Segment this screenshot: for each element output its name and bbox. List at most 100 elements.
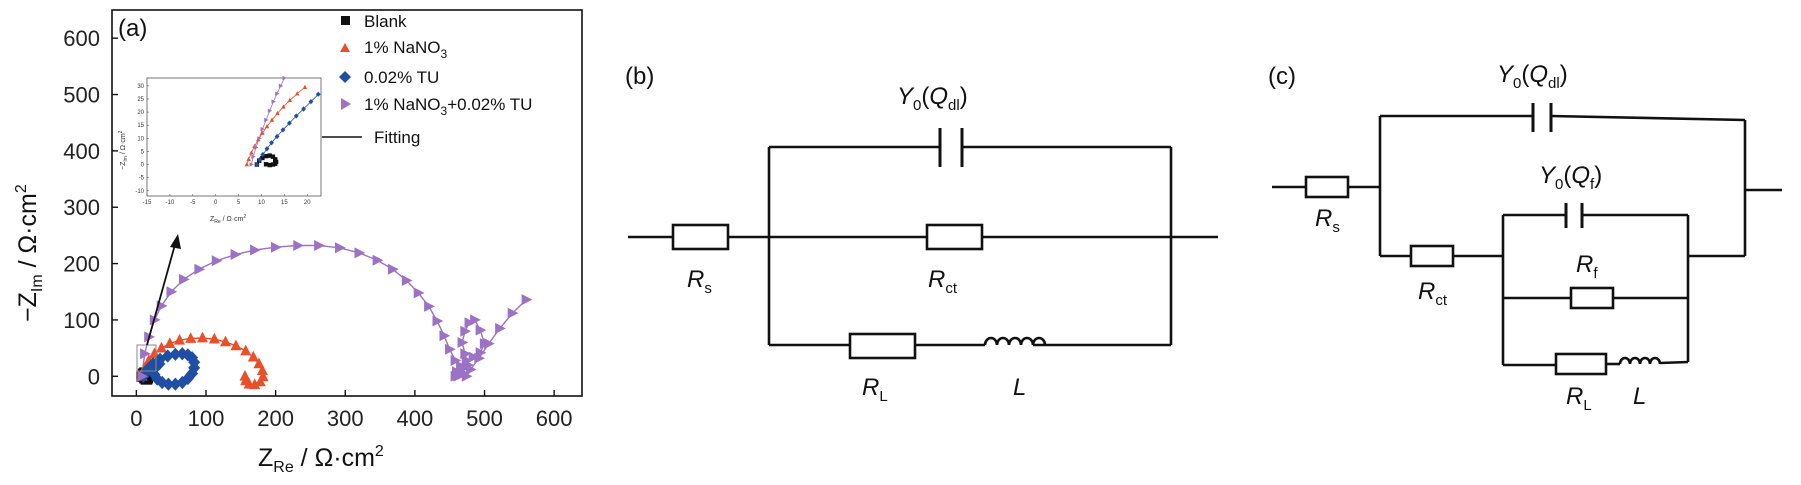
inset-data-point-series-3 (260, 126, 265, 132)
data-point-series-1 (219, 335, 231, 347)
data-point-series-1 (254, 375, 266, 387)
data-point-series-3 (464, 317, 476, 329)
data-point-series-1 (208, 332, 220, 344)
legend: Blank 1% NaNO3 0.02% TU 1% NaNO3+0.02% T… (322, 12, 532, 147)
data-point-series-1 (164, 337, 176, 348)
data-point-series-3 (445, 343, 456, 355)
legend-marker-nano3-tu (341, 98, 351, 110)
inset-data-point-series-1 (244, 162, 250, 167)
zoom-region-box (136, 344, 157, 372)
x-axis-label-units: / Ω·cm (294, 444, 375, 472)
label-rl: RL (862, 374, 888, 405)
wire (1659, 360, 1689, 365)
inset-data-point-series-1 (281, 104, 286, 109)
inset-x-axis-label: ZRe / Ω·cm2 (210, 214, 246, 225)
resistor-rs (671, 223, 730, 251)
legend-marker-blank (341, 16, 350, 25)
inset-data-point-series-3 (282, 75, 287, 81)
inset-data-point-series-3 (278, 83, 284, 89)
data-point-series-3 (140, 348, 151, 360)
legend-marker-nano3 (340, 43, 350, 52)
legend-label-nano3: 1% NaNO3 (364, 38, 448, 61)
legend-label-blank: Blank (364, 12, 407, 31)
legend-label-nano3-tu: 1% NaNO3+0.02% TU (364, 95, 532, 118)
y-tick-label: 100 (63, 308, 100, 333)
resistor-rs (1304, 175, 1350, 199)
data-point-series-3 (137, 370, 148, 382)
zoom-arrow (146, 240, 177, 346)
data-point-series-2 (186, 366, 199, 381)
inset-data-point-series-3 (275, 91, 280, 96)
inset-y-tick-label: 10 (137, 136, 144, 142)
inset-data-point-series-2 (269, 140, 274, 146)
inset-data-point-series-1 (302, 84, 308, 89)
inset-data-point-series-2 (280, 127, 286, 133)
inset-data-point-series-2 (264, 146, 270, 152)
data-point-series-3 (456, 360, 467, 372)
y-axis-label: −ZIm / Ω·cm2 (13, 184, 46, 322)
data-point-series-3 (470, 314, 481, 326)
inset-data-point-series-0 (263, 153, 269, 159)
wire (1550, 114, 1746, 122)
x-tick-label: 600 (536, 406, 573, 431)
fit-line-series-3 (141, 244, 527, 379)
resistor-rl (848, 332, 917, 360)
x-axis-label: ZRe / Ω·cm2 (258, 443, 384, 476)
data-point-series-2 (149, 359, 162, 373)
inset-data-point-series-0 (267, 162, 272, 168)
inset-data-point-series-2 (301, 106, 307, 112)
inset-data-point-series-3 (257, 136, 262, 141)
inset-x-tick-label: 10 (258, 200, 265, 206)
y-tick-label: 300 (63, 195, 100, 220)
inset-data-point-series-2 (286, 120, 292, 126)
data-point-series-3 (211, 255, 223, 267)
data-point-series-2 (156, 375, 169, 390)
inset-data-point-series-1 (260, 130, 265, 135)
label-qdl: Y0(Qdl) (1497, 61, 1568, 92)
inset-x-tick-label: -15 (143, 200, 152, 206)
resistor-rf (1569, 286, 1615, 310)
data-point-series-3 (453, 370, 465, 382)
data-point-series-3 (495, 322, 506, 334)
inset-y-tick-label: 0 (141, 163, 145, 169)
inset-data-point-series-1 (264, 123, 270, 129)
inset-data-point-series-2 (274, 133, 280, 140)
data-point-series-1 (240, 344, 252, 356)
data-point-series-3 (230, 249, 242, 261)
inset-data-point-series-0 (267, 153, 272, 158)
inset-data-point-series-0 (270, 154, 276, 159)
inset-y-tick-label: -5 (139, 176, 145, 182)
inset-y-tick-label: 20 (137, 110, 144, 116)
data-point-series-3 (372, 254, 384, 266)
label-l: L (1013, 374, 1026, 401)
y-tick-label: 500 (63, 83, 100, 108)
inset-data-point-series-1 (269, 117, 275, 122)
inset-data-point-series-0 (270, 162, 276, 167)
data-point-series-2 (176, 347, 189, 361)
data-point-series-3 (401, 274, 413, 286)
data-point-series-2 (181, 371, 194, 386)
data-point-series-3 (461, 354, 473, 366)
inset-background (136, 72, 322, 210)
inset-data-point-series-3 (264, 117, 269, 123)
y-axis-label-units: / Ω·cm (14, 193, 42, 274)
data-point-series-1 (230, 339, 242, 351)
data-point-series-3 (166, 286, 178, 298)
inset-data-point-series-2 (254, 161, 260, 168)
inset-data-point-series-0 (273, 161, 278, 166)
inset-data-point-series-1 (249, 150, 254, 155)
data-markers (136, 240, 533, 391)
inset-x-tick-label: 5 (237, 200, 241, 206)
inset-data-point-series-0 (260, 155, 265, 161)
inset-x-tick-label: 0 (214, 200, 218, 206)
data-point-series-3 (465, 364, 477, 376)
x-axis-label-main: Z (258, 444, 273, 472)
data-point-series-3 (475, 324, 487, 336)
inset-y-tick-label: 25 (137, 97, 144, 103)
data-point-series-3 (521, 294, 533, 306)
inset-x-tick-label: 15 (281, 200, 288, 206)
inset-frame (146, 77, 322, 197)
